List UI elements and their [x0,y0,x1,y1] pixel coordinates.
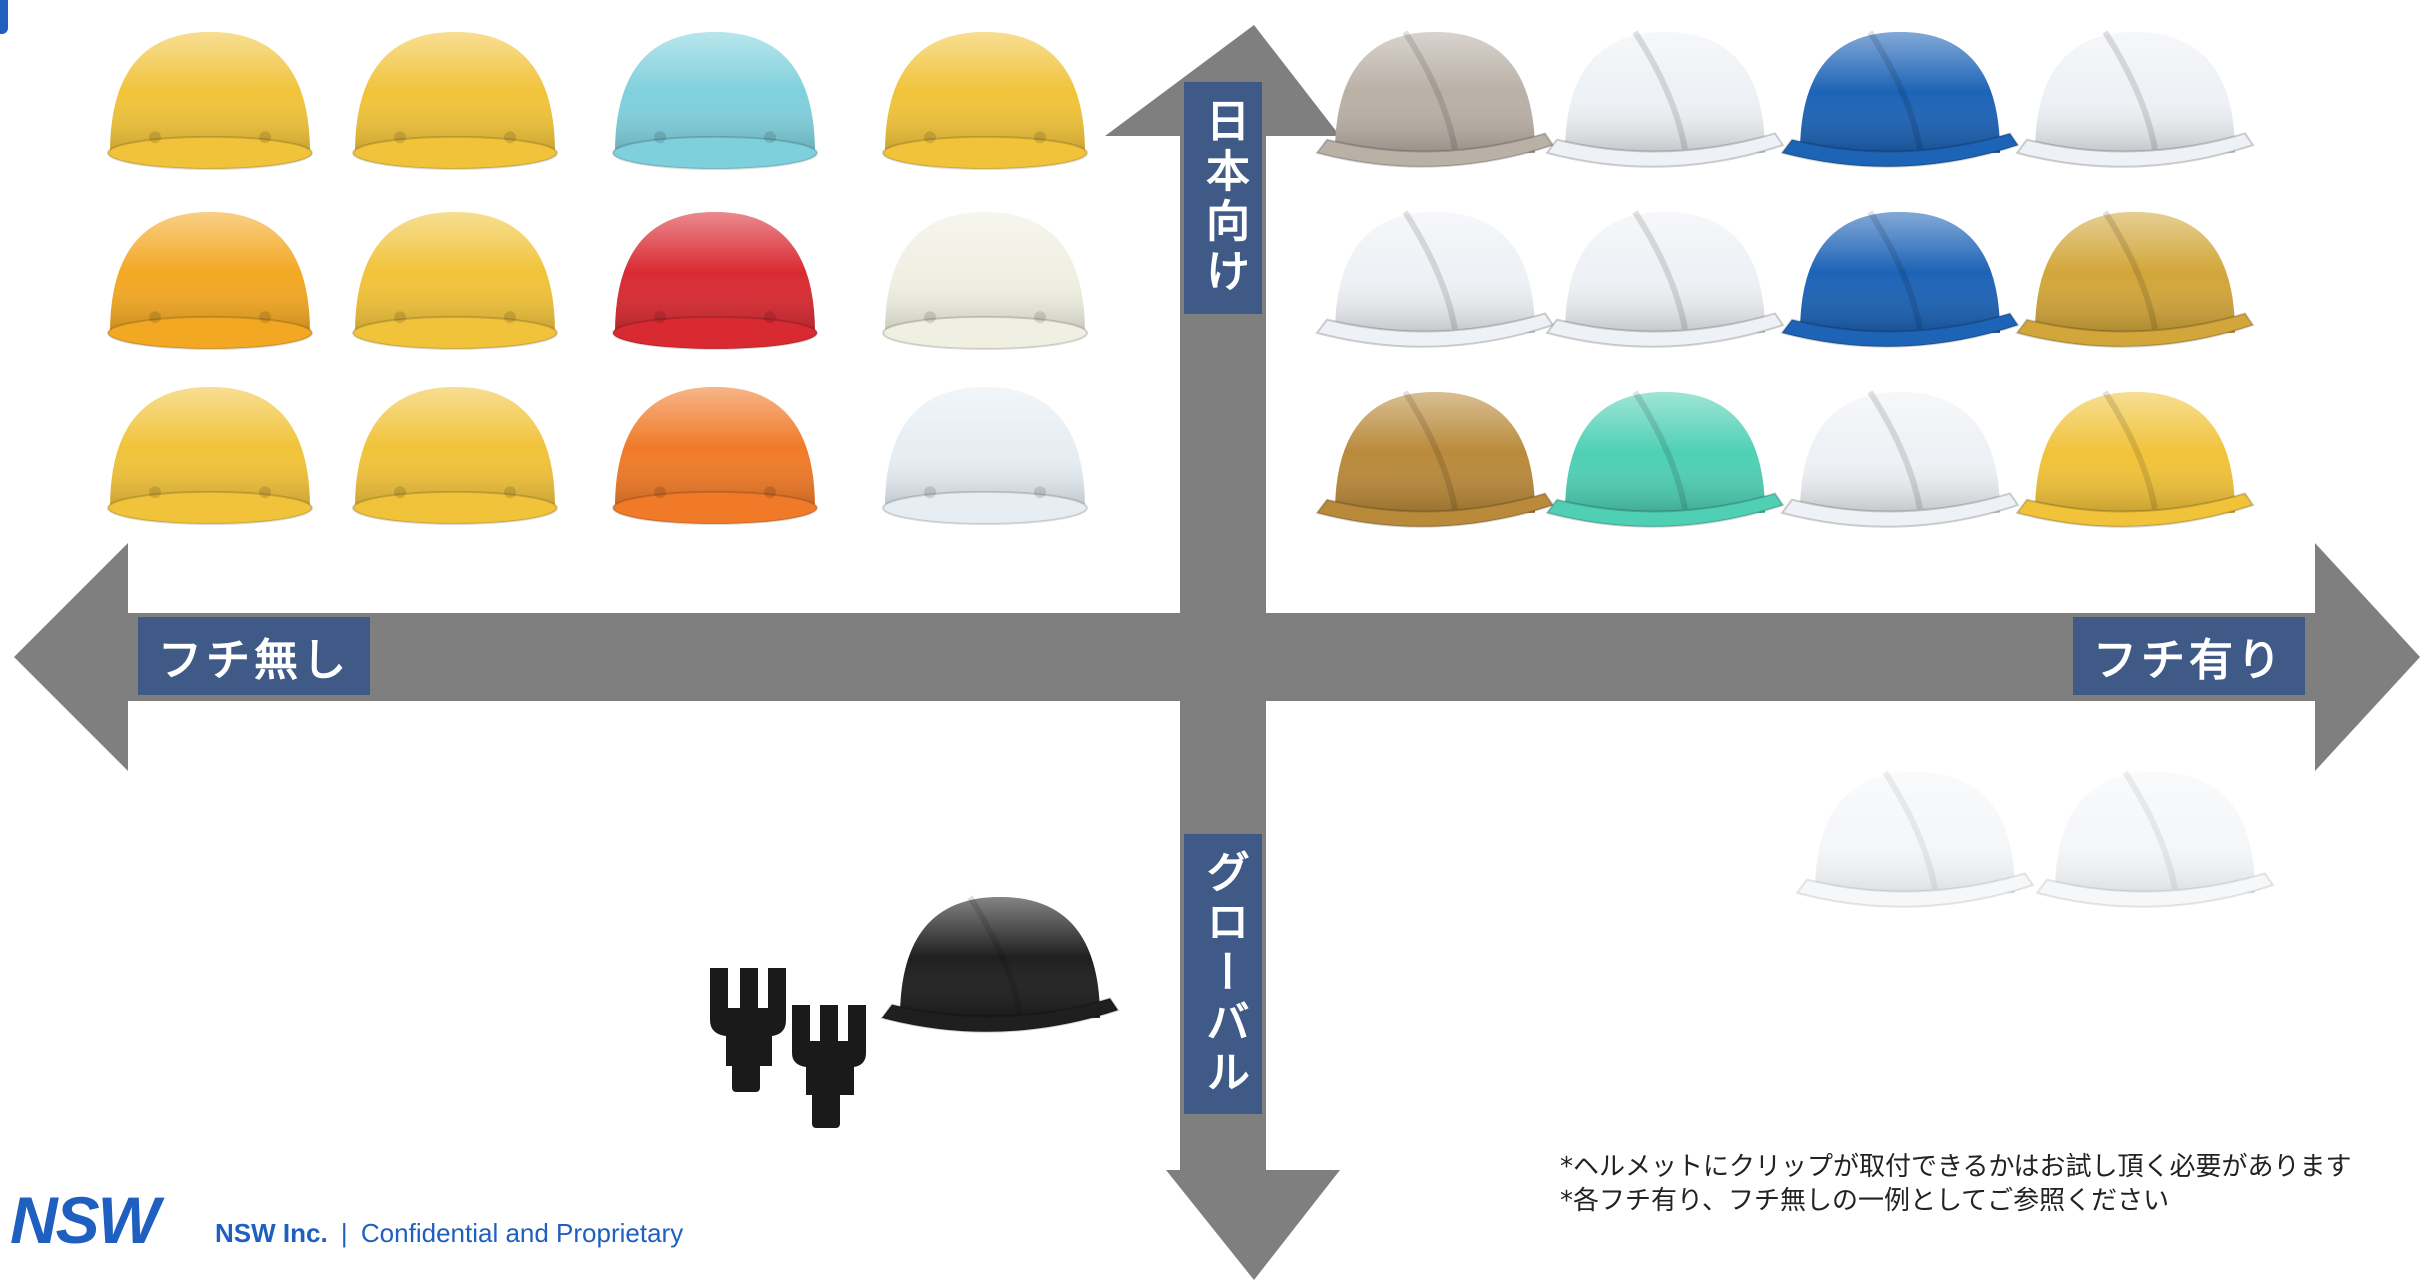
helmet-top-right-brim-japan-5 [1315,210,1555,348]
helmet-top-right-brim-japan-12 [2015,390,2255,528]
helmet-top-left-no-brim-japan-9 [107,387,313,525]
notes: *ヘルメットにクリップが取付できるかはお試し頂く必要があります *各フチ有り、フ… [1560,1150,2351,1218]
footer-tagline: Confidential and Proprietary [360,1218,684,1248]
clip-1-stem [732,1040,760,1092]
helmet-bottom-right-brim-global-2 [2035,770,2275,908]
clip-2-stem [812,1072,840,1128]
helmet-top-right-brim-japan-10 [1545,390,1785,528]
label-japan: 日本向け [1184,82,1262,314]
label-global: グローバル [1184,834,1262,1114]
footer-company: NSW Inc. [215,1218,328,1248]
helmet-top-right-brim-japan-1 [1315,30,1555,168]
helmet-top-left-no-brim-japan-10 [352,387,558,525]
helmet-top-right-brim-japan-9 [1315,390,1555,528]
helmet-top-left-no-brim-japan-6 [352,212,558,350]
helmet-top-right-brim-japan-2 [1545,30,1785,168]
helmet-top-left-no-brim-japan-8 [882,212,1088,350]
helmet-top-left-no-brim-japan-11 [612,387,818,525]
helmet-top-left-no-brim-japan-5 [107,212,313,350]
note-1: *ヘルメットにクリップが取付できるかはお試し頂く必要があります [1560,1152,2352,1182]
footer-text: NSW Inc. | Confidential and Proprietary [215,1218,683,1249]
vertical-arrow [1105,25,1340,1280]
helmet-top-right-brim-japan-6 [1545,210,1785,348]
helmet-bottom-left-no-brim-global-1 [880,895,1120,1033]
axis-arrows [14,25,2420,1280]
helmet-images [107,30,2275,1033]
helmet-top-right-brim-japan-8 [2015,210,2255,348]
helmet-top-right-brim-japan-3 [1780,30,2020,168]
clip-1 [710,968,786,1066]
clip-accessories [710,968,866,1128]
note-2: *各フチ有り、フチ無しの一例としてご参照ください [1560,1186,2170,1216]
helmet-bottom-right-brim-global-1 [1795,770,2035,908]
helmet-top-left-no-brim-japan-1 [107,32,313,170]
footer-separator: | [340,1218,348,1248]
helmet-top-left-no-brim-japan-2 [352,32,558,170]
helmet-top-left-no-brim-japan-4 [882,32,1088,170]
label-with-brim: フチ有り [2073,617,2305,695]
clip-2 [792,1005,866,1095]
label-no-brim: フチ無し [138,617,370,695]
helmet-top-left-no-brim-japan-7 [612,212,818,350]
nsw-logo: NSW [10,1183,160,1257]
helmet-top-right-brim-japan-11 [1780,390,2020,528]
helmet-top-right-brim-japan-7 [1780,210,2020,348]
helmet-top-right-brim-japan-4 [2015,30,2255,168]
helmet-top-left-no-brim-japan-12 [882,387,1088,525]
helmet-top-left-no-brim-japan-3 [612,32,818,170]
corner-mark [0,0,8,34]
